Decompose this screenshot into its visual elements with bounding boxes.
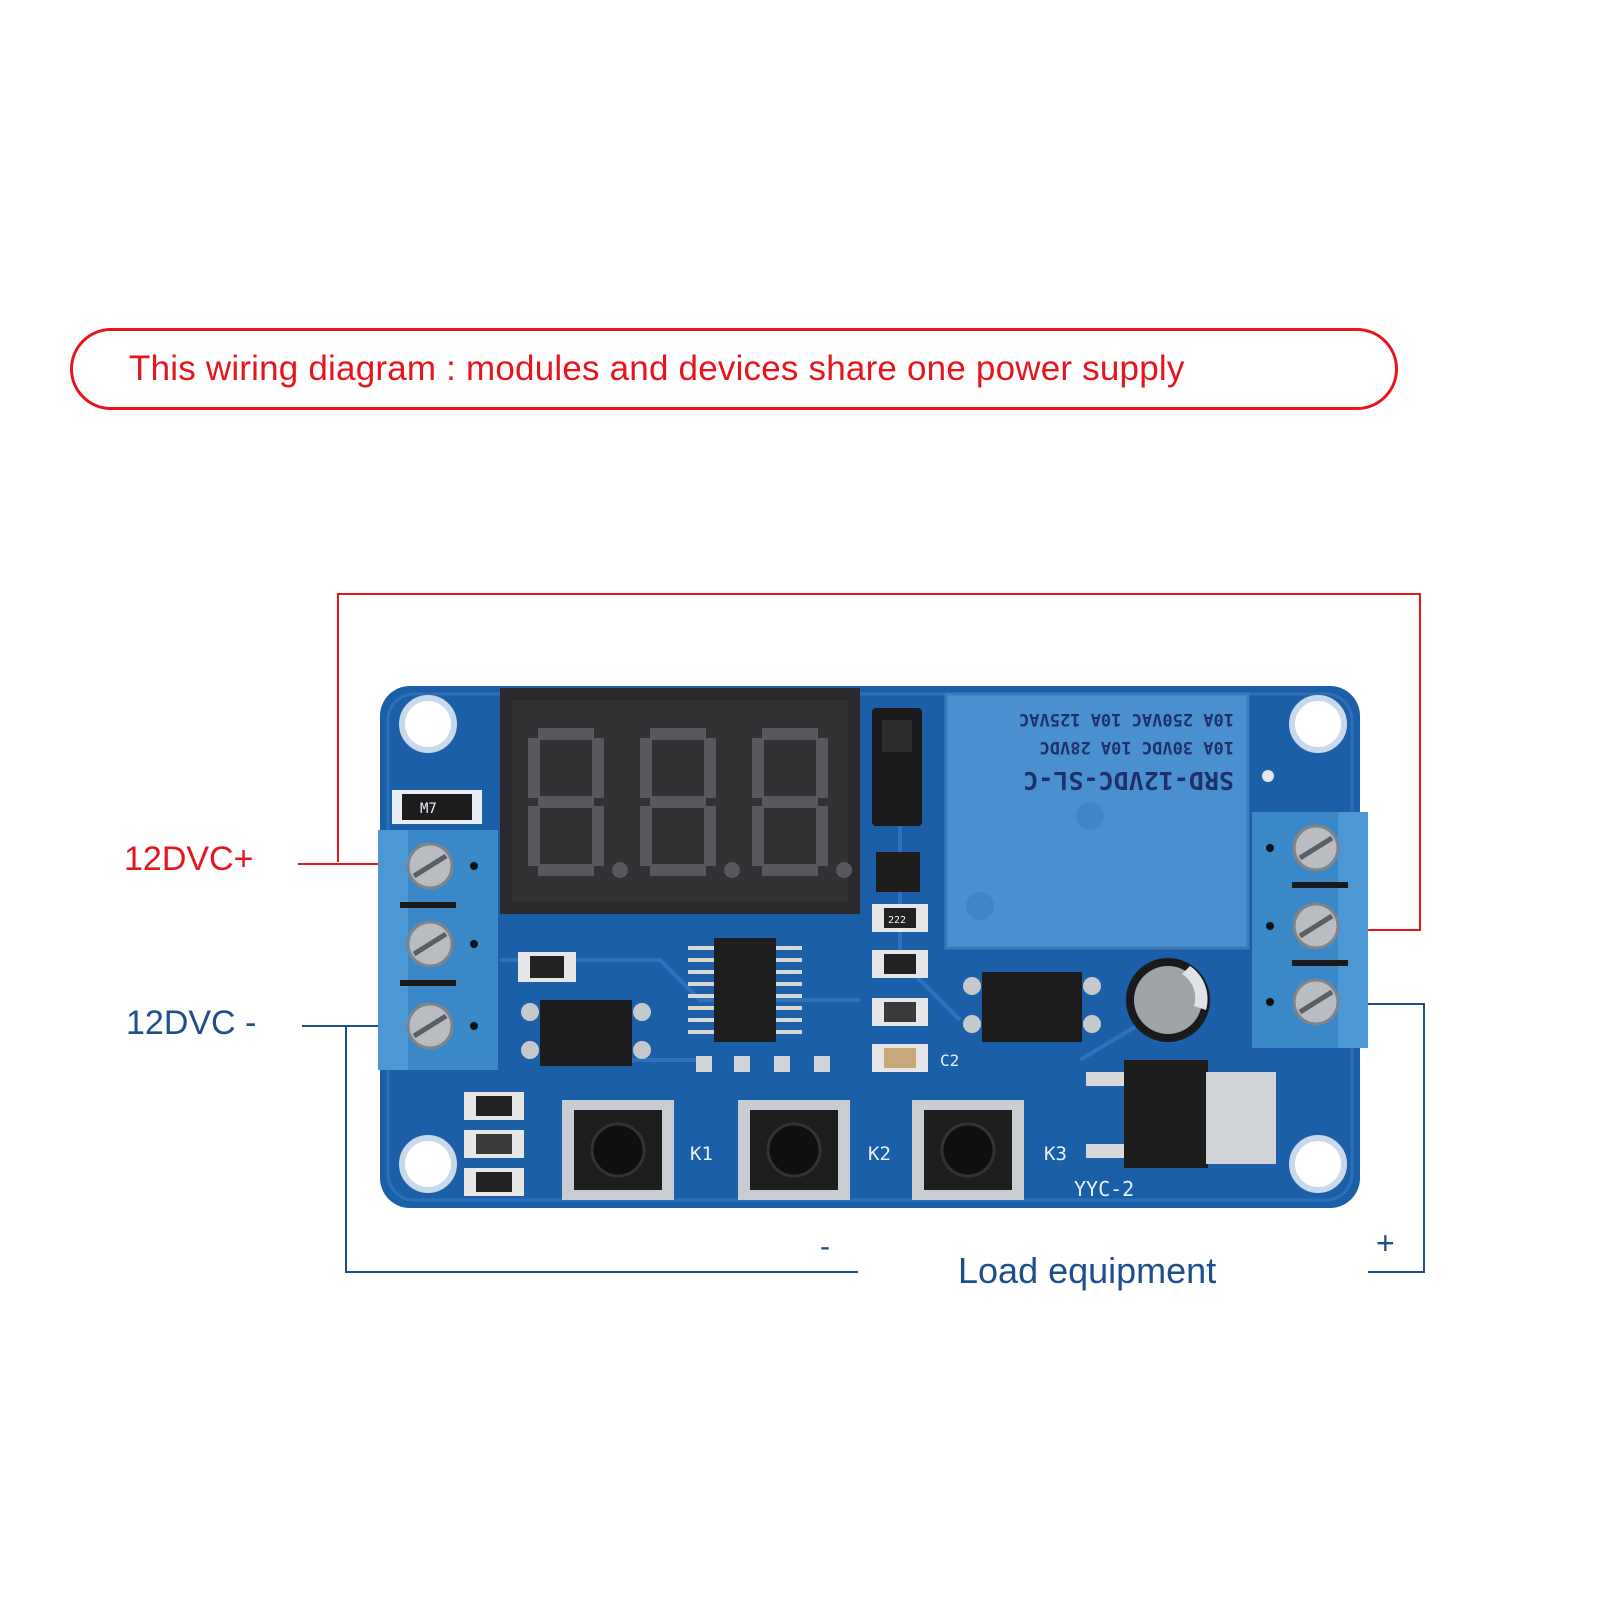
smd-led-column bbox=[464, 1092, 524, 1196]
positive-wire-loop bbox=[337, 593, 1421, 931]
diode: M7 bbox=[392, 790, 482, 824]
seven-segment-display bbox=[500, 688, 860, 914]
mounting-holes bbox=[399, 695, 1347, 1193]
relay-rating-ac: 10A 250VAC 10A 125VAC bbox=[1019, 709, 1234, 729]
supply-positive-label: 12DVC+ bbox=[124, 840, 254, 878]
relay-terminal-nc bbox=[1292, 978, 1340, 1026]
transistor bbox=[872, 708, 922, 892]
relay-terminal-block bbox=[1252, 812, 1368, 1048]
diagram-title: This wiring diagram : modules and device… bbox=[129, 349, 1185, 388]
relay: SRD-12VDC-SL-C 10A 30VDC 10A 28VDC 10A 2… bbox=[944, 692, 1274, 950]
optocoupler-left bbox=[521, 1000, 651, 1066]
screw-terminal-1 bbox=[406, 842, 454, 890]
test-pads bbox=[696, 1056, 830, 1072]
load-plus-label: + bbox=[1376, 1225, 1395, 1261]
optocoupler-right bbox=[963, 972, 1101, 1042]
button-k2-label: K2 bbox=[868, 1143, 891, 1165]
electrolytic-capacitor bbox=[1126, 958, 1210, 1042]
button-k3[interactable]: K3 bbox=[912, 1100, 1067, 1200]
board-model-label: YYC-2 bbox=[1074, 1177, 1134, 1201]
power-terminal-block bbox=[378, 830, 498, 1070]
relay-terminal-no bbox=[1292, 824, 1340, 872]
supply-negative-label: 12DVC - bbox=[126, 1004, 257, 1042]
relay-rating-dc: 10A 30VDC 10A 28VDC bbox=[1040, 737, 1234, 757]
capacitor-label: C2 bbox=[940, 1051, 959, 1070]
screw-terminal-2 bbox=[406, 920, 454, 968]
screw-terminal-3 bbox=[406, 1002, 454, 1050]
title-banner: This wiring diagram : modules and device… bbox=[70, 328, 1398, 410]
button-k1-label: K1 bbox=[690, 1143, 713, 1165]
microcontroller-chip bbox=[688, 938, 802, 1042]
button-k2[interactable]: K2 bbox=[738, 1100, 891, 1200]
button-k3-label: K3 bbox=[1044, 1143, 1067, 1165]
relay-model-text: SRD-12VDC-SL-C bbox=[1023, 766, 1234, 795]
negative-wire-load bbox=[345, 1026, 858, 1273]
load-minus-label: - bbox=[820, 1230, 830, 1263]
load-equipment-label: Load equipment bbox=[958, 1250, 1217, 1291]
voltage-regulator bbox=[1086, 1060, 1276, 1168]
smd-resistor-column: 222 C2 bbox=[872, 904, 959, 1072]
relay-module-board: M7 bbox=[378, 686, 1368, 1208]
relay-terminal-com bbox=[1292, 902, 1340, 950]
button-k1[interactable]: K1 bbox=[562, 1100, 713, 1200]
diode-code: M7 bbox=[420, 801, 437, 817]
resistor-code: 222 bbox=[888, 915, 906, 926]
